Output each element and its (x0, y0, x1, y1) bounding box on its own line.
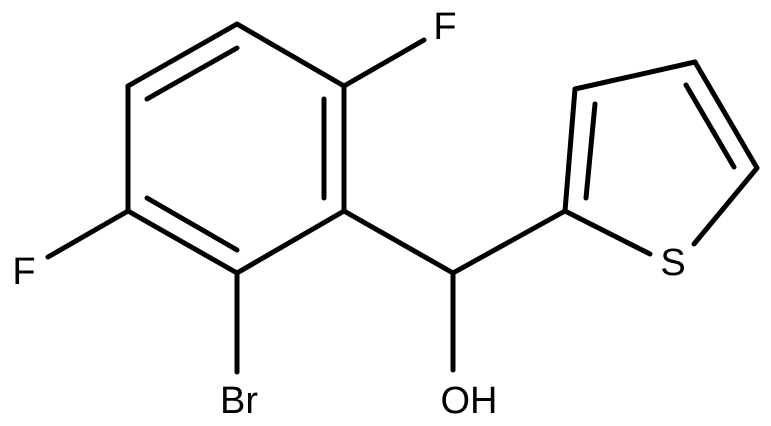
atom-label-oh: OH (441, 380, 498, 422)
double-bond-inner-top (144, 45, 240, 102)
bond-to-f-top (341, 37, 427, 89)
bond-thio-c4-c5 (692, 59, 760, 171)
bond-ring-bottom-left (125, 208, 240, 276)
thiophene-ring (562, 59, 760, 257)
atom-label-f-left: F (12, 251, 35, 293)
atom-label-f-top: F (433, 6, 456, 48)
atom-label-br: Br (220, 380, 258, 422)
bond-thio-c5-s (691, 165, 760, 247)
bond-thio-s-c2 (562, 208, 653, 257)
bond-thio-c3-c4 (572, 59, 698, 92)
atom-label-s: S (660, 242, 685, 284)
bond-ring-bottom-right (234, 208, 347, 276)
bond-ring-top-right (234, 21, 347, 89)
bond-ring-to-carbinol (341, 208, 456, 276)
bond-to-f-left (45, 208, 131, 260)
double-bond-thio-inner-left (583, 101, 598, 201)
double-bond-thio-inner-right (683, 82, 737, 170)
double-bond-inner-bottom-left (144, 195, 240, 253)
bond-ring-top (125, 21, 240, 89)
bond-carbinol-to-thiophene (450, 208, 568, 276)
benzene-ring (125, 21, 347, 276)
bond-thio-c2-c3 (562, 86, 578, 214)
